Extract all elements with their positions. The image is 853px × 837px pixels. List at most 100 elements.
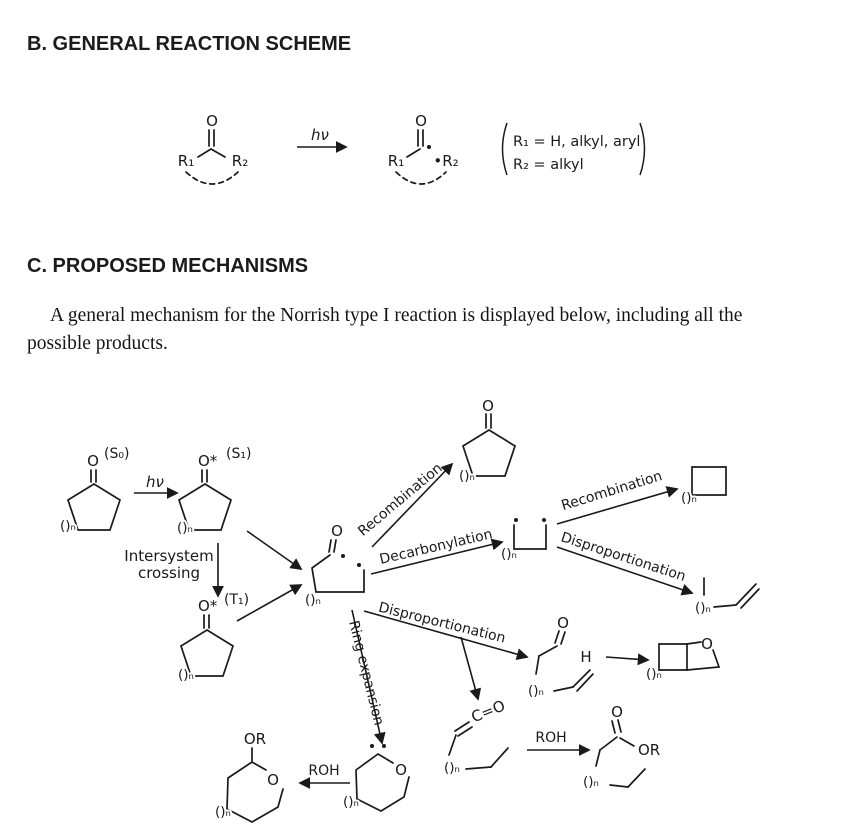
radical-dot [542, 518, 546, 522]
double-bond [740, 588, 760, 609]
o-label: O [611, 703, 623, 721]
mech-acyl-alkyl-biradical: O ()ₙ [303, 522, 365, 610]
ring-size-subscript: ()ₙ [215, 804, 231, 820]
mech-ketene-product: C=O ()ₙ [442, 696, 509, 778]
bond [619, 737, 635, 747]
ring [177, 483, 233, 531]
carbonyl-o-label: O [206, 112, 218, 130]
disproportionation-right-label: Disproportionation [559, 529, 688, 584]
disproportionation-main-arrow [363, 610, 529, 661]
o-label: O [267, 771, 279, 789]
roh-acetal-label: ROH [308, 763, 339, 779]
o-label: O [557, 614, 569, 632]
mech-unsaturated-aldehyde: O H ()ₙ [526, 614, 594, 701]
t1-state-label: (T₁) [224, 592, 249, 608]
bond [490, 747, 509, 768]
bond [448, 734, 457, 756]
s0-state-label: (S₀) [104, 446, 129, 462]
acyl-radical-dot [341, 554, 345, 558]
ring-size-subscript: ()ₙ [501, 546, 517, 562]
double-bond [328, 539, 332, 553]
r1-label: R₁ [178, 152, 194, 170]
conditions-line1: R₁ = H, alkyl, aryl [513, 134, 640, 150]
ketene-branch-arrow [460, 636, 482, 701]
ring [691, 466, 727, 496]
mech-roh-ester-arrow: ROH [527, 730, 591, 756]
mech-singlet-ketone: O* (S₁) ()ₙ [175, 446, 251, 538]
mech-triplet-ketone: O* (T₁) ()ₙ [176, 592, 249, 685]
o-label: O [87, 452, 99, 470]
double-bond [576, 673, 594, 692]
section-c-heading: C. PROPOSED MECHANISMS [27, 255, 309, 277]
bond [686, 641, 702, 645]
carbene-dot [382, 744, 386, 748]
scheme-product-acyl-radical: O R₁ •R₂ [388, 112, 459, 185]
double-bond [617, 719, 622, 733]
o-excited-label: O* [198, 597, 218, 615]
ring-size-subscript: ()ₙ [681, 490, 697, 506]
double-bond [611, 720, 616, 734]
hv-label: hν [146, 473, 164, 491]
ring [658, 643, 688, 671]
mech-roh-acetal-arrow: ROH [298, 763, 350, 789]
ring [179, 629, 235, 677]
o-label: O [395, 761, 407, 779]
double-bond [735, 583, 757, 606]
s1-cleavage-arrow [246, 530, 303, 571]
recombination-top-arrow [371, 462, 454, 548]
bond [210, 148, 226, 158]
ring [461, 429, 517, 477]
or-label: OR [244, 730, 266, 748]
cyclization-arrow [605, 653, 650, 666]
recombination-right-arrow [556, 486, 679, 525]
left-paren [501, 122, 508, 176]
disproportionation-main-label: Disproportionation [377, 600, 507, 647]
ring-size-subscript: ()ₙ [528, 683, 544, 699]
ring-size-subscript: ()ₙ [444, 760, 460, 776]
ring-size-subscript: ()ₙ [695, 600, 711, 616]
scheme-hv-arrow: hν [297, 126, 348, 153]
bond [686, 649, 721, 671]
o-label: O [701, 635, 713, 653]
mech-alkene-product: ()ₙ [693, 577, 760, 618]
bond [609, 784, 629, 788]
ring-expansion-arrow [351, 609, 386, 745]
r2-radical-label: •R₂ [433, 152, 458, 170]
ketene-co-label: C=O [469, 696, 508, 726]
bond [535, 655, 540, 675]
mech-bicyclic-ether-product: O ()ₙ [644, 635, 721, 684]
roh-ester-label: ROH [535, 730, 566, 746]
recombination-top-label: Recombination [355, 460, 445, 540]
mech-hv-arrow: hν [134, 473, 179, 499]
dashed-ring-bond [395, 171, 447, 185]
bond [599, 736, 618, 751]
ring-size-subscript: ()ₙ [305, 592, 321, 608]
mech-cycloalkane-product: ()ₙ [679, 466, 727, 508]
scheme-reactant-ketone: O R₁ R₂ [178, 112, 248, 185]
radical-dot [427, 145, 431, 149]
double-bond [554, 630, 560, 644]
r1-label: R₁ [388, 152, 404, 170]
isc-label-line1: Intersystem [124, 547, 213, 565]
t1-cleavage-arrow [236, 584, 303, 622]
double-bond [457, 726, 473, 737]
disproportionation-right-arrow [556, 546, 694, 596]
bond [465, 766, 492, 770]
ring-size-subscript: ()ₙ [177, 520, 193, 536]
isc-label-line2: crossing [138, 564, 200, 582]
ring [226, 761, 284, 823]
alkyl-radical-dot [357, 563, 361, 567]
bond [538, 645, 558, 657]
bond [595, 749, 601, 767]
ring-size-subscript: ()ₙ [646, 666, 662, 682]
mech-alkyl-biradical: ()ₙ [499, 518, 547, 564]
mech-ground-state-ketone: O (S₀) ()ₙ [58, 446, 129, 536]
ring-size-subscript: ()ₙ [583, 774, 599, 790]
mech-oxacarbene: O ()ₙ [341, 744, 410, 812]
ring-size-subscript: ()ₙ [459, 468, 475, 484]
ring-size-subscript: ()ₙ [178, 667, 194, 683]
decarbonylation-arrow [370, 538, 504, 575]
bond [406, 148, 421, 158]
section-b-heading: B. GENERAL REACTION SCHEME [27, 33, 352, 55]
